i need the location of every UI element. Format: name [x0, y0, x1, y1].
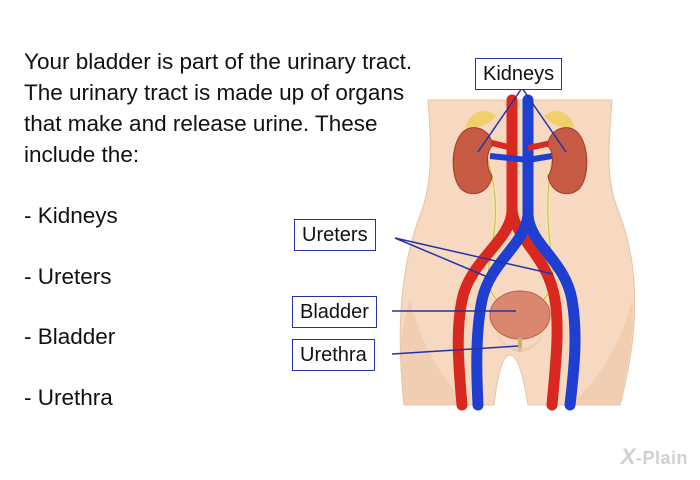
adrenal-gland-right [544, 111, 574, 128]
leader-urethra [391, 345, 519, 355]
logo-x: X [620, 444, 636, 469]
xplain-logo: X-Plain [621, 444, 688, 470]
torso-shadow-left [400, 300, 470, 405]
vein [471, 94, 581, 411]
leader-kidneys-right [521, 87, 567, 153]
label-ureters: Ureters [294, 219, 376, 251]
list-item-bladder: - Bladder [24, 324, 116, 349]
kidney-right [547, 127, 588, 195]
leader-kidneys-left [477, 87, 523, 153]
kidney-left [452, 127, 493, 195]
list-item-kidneys: - Kidneys [24, 203, 118, 228]
torso-shadow-right [570, 300, 634, 405]
label-bladder: Bladder [292, 296, 377, 328]
list-item-ureters: - Ureters [24, 263, 112, 289]
organ-list: - Kidneys - Ureters - Bladder - Urethra [24, 200, 118, 442]
label-kidneys: Kidneys [475, 58, 563, 90]
leader-lines [391, 87, 567, 355]
leader-ureters-left [394, 237, 491, 279]
list-item-urethra: - Urethra [24, 384, 113, 410]
logo-text: -Plain [635, 448, 688, 468]
renal-vein [489, 153, 553, 164]
bladder [489, 290, 551, 340]
label-urethra: Urethra [292, 339, 375, 371]
intro-paragraph: Your bladder is part of the urinary trac… [24, 49, 413, 167]
leader-ureters-right [394, 237, 554, 275]
adrenal-gland-left [466, 111, 496, 128]
